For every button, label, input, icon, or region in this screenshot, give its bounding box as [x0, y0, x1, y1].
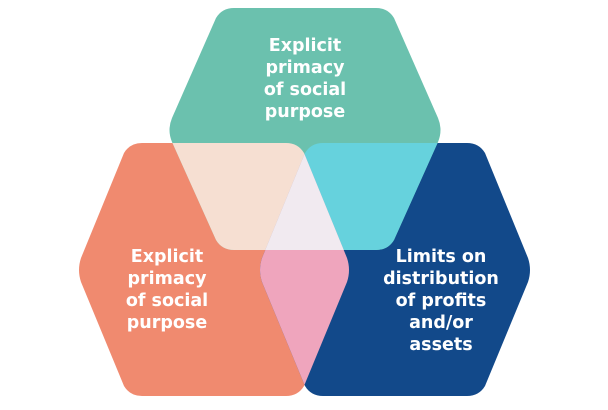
- label-line: of profits: [396, 291, 487, 311]
- label-line: and/or: [409, 313, 473, 333]
- label-line: distribution: [383, 269, 499, 289]
- label-line: primacy: [128, 269, 208, 289]
- label-line: of social: [126, 291, 208, 311]
- label-line: of social: [264, 80, 346, 100]
- label-line: purpose: [127, 313, 208, 333]
- label-line: Explicit: [269, 36, 342, 56]
- label-line: purpose: [265, 102, 346, 122]
- label-line: assets: [409, 335, 472, 355]
- label-line: primacy: [266, 58, 346, 78]
- label-line: Limits on: [396, 247, 487, 267]
- label-line: Explicit: [131, 247, 204, 267]
